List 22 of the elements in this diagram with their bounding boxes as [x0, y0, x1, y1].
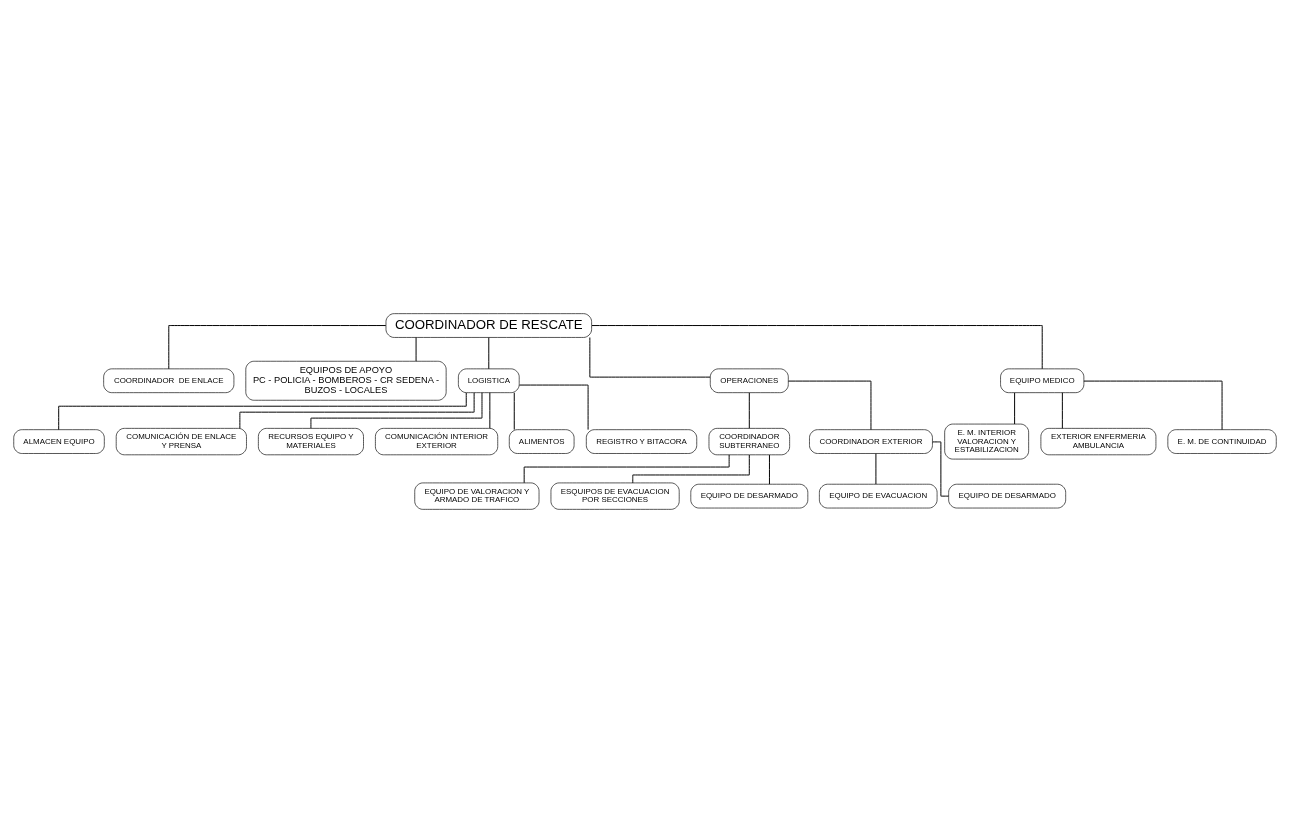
connector [875, 453, 877, 485]
connector [415, 337, 417, 362]
connector [1014, 392, 1016, 425]
connector [589, 337, 711, 378]
connector [748, 392, 750, 429]
connector [310, 392, 483, 429]
connector [787, 380, 872, 431]
connector [239, 392, 475, 429]
node-box: EQUIPOS DE APOYO PC - POLICIA - BOMBEROS - CR SEDENA - BUZOS - LOCALES [245, 360, 447, 401]
connector [1083, 380, 1223, 431]
connector [932, 441, 949, 497]
node-box: COORDINADOR DE RESCATE [385, 313, 592, 338]
connector [632, 454, 750, 484]
connector [513, 392, 515, 431]
connector [58, 392, 467, 431]
connector [518, 384, 589, 431]
connector [591, 325, 1043, 370]
connector [488, 337, 490, 370]
connector [489, 392, 491, 429]
connector [1061, 392, 1063, 429]
connector [168, 325, 387, 370]
connector [768, 454, 770, 485]
